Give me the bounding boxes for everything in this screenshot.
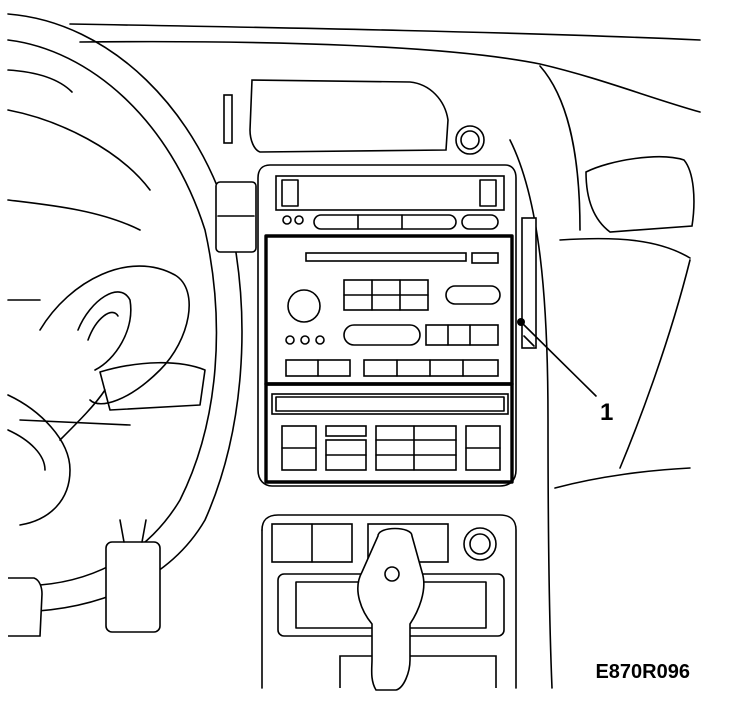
dashboard-outline	[7, 23, 701, 689]
callout-1: 1	[517, 318, 613, 426]
right-vent	[585, 155, 695, 469]
steering-column	[7, 265, 206, 526]
gear-lever	[357, 527, 425, 691]
steering-wheel	[7, 13, 243, 613]
centre-stack	[257, 164, 517, 487]
upper-storage	[249, 79, 485, 155]
pedals	[8, 519, 161, 637]
callout-number: 1	[600, 399, 613, 426]
centre-console-trim-strip	[521, 217, 537, 349]
left-vent	[215, 94, 257, 253]
climate-unit	[264, 382, 514, 484]
figure-code: E870R096	[595, 661, 690, 683]
radio-unit	[264, 234, 514, 386]
